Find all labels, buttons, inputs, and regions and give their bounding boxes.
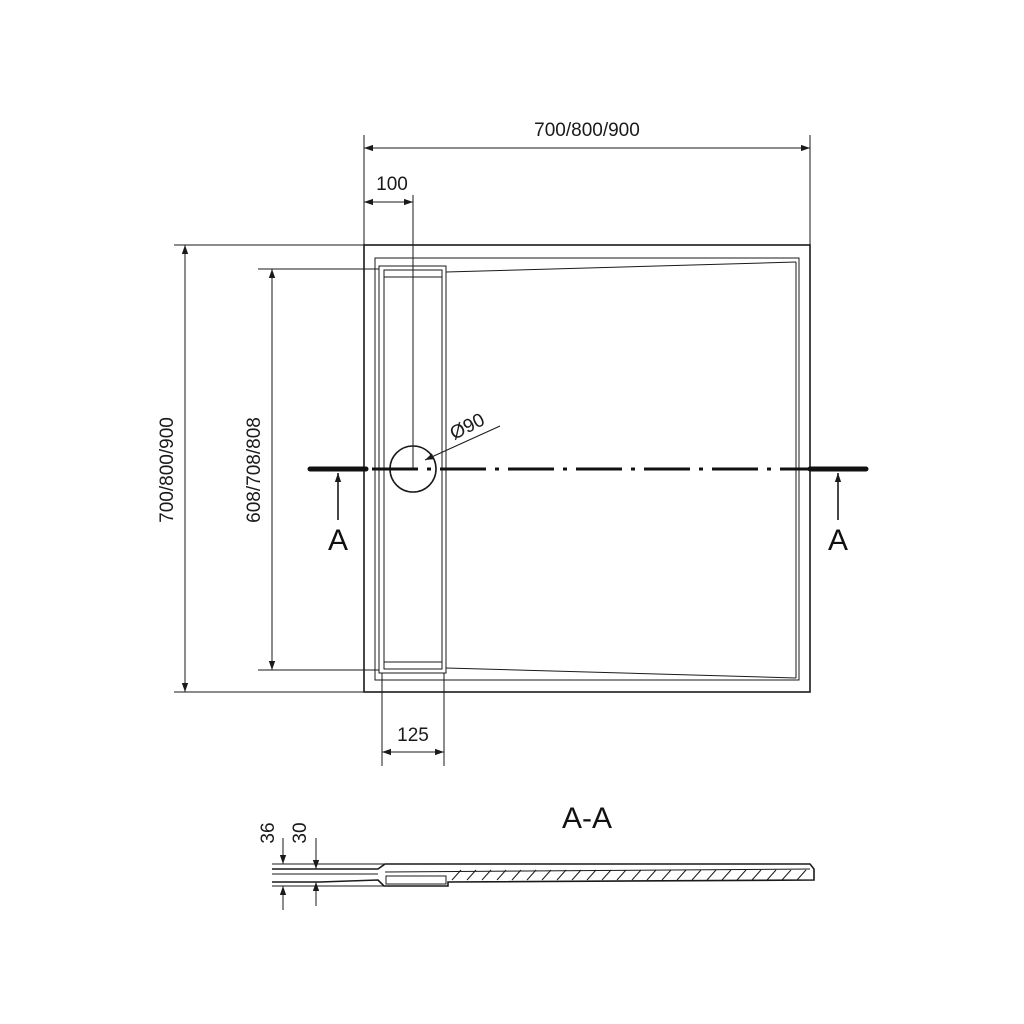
hatch-line [691, 869, 702, 881]
dimension-width-total-label: 700/800/900 [534, 120, 640, 141]
hatch-line [526, 869, 537, 881]
hatch-line [616, 869, 627, 881]
dimension-height-total: 700/800/900 [157, 244, 364, 693]
dimension-channel-offset: 100 [364, 174, 414, 469]
hatch-line [721, 869, 732, 881]
slope-line-top [445, 261, 797, 273]
section-hatching [451, 869, 807, 881]
dimension-channel-offset-label: 100 [376, 174, 408, 195]
hatch-line [676, 869, 687, 881]
hatch-line [586, 869, 597, 881]
hatch-line [481, 869, 492, 881]
dimension-drain-diameter: Ø90 [424, 410, 501, 461]
section-height-edge-label: 30 [290, 822, 311, 843]
hatch-line [511, 869, 522, 881]
dimension-channel-length: 608/708/808 [244, 268, 379, 671]
hatch-line [661, 869, 672, 881]
hatch-line [571, 869, 582, 881]
section-view-a-a: A-A 36 30 [258, 802, 815, 910]
section-profile [272, 863, 815, 887]
dimension-width-total: 700/800/900 [363, 120, 811, 245]
hatch-line [496, 869, 507, 881]
section-title: A-A [562, 802, 612, 835]
dimension-channel-width-label: 125 [397, 725, 429, 746]
dimension-drain-diameter-label: Ø90 [447, 410, 489, 445]
hatch-line [781, 869, 792, 881]
hatch-line [556, 869, 567, 881]
section-line-a-a: A A [307, 466, 869, 557]
hatch-line [706, 869, 717, 881]
hatch-line [646, 869, 657, 881]
section-height-total-label: 36 [258, 822, 279, 843]
dimension-channel-length-label: 608/708/808 [244, 417, 265, 523]
hatch-line [451, 869, 462, 881]
hatch-line [466, 869, 477, 881]
hatch-line [796, 869, 807, 881]
dimension-height-total-label: 700/800/900 [157, 417, 178, 523]
hatch-line [736, 869, 747, 881]
slope-line-bottom [445, 667, 797, 679]
hatch-line [601, 869, 612, 881]
section-marker-right: A [828, 524, 848, 557]
section-drain-channel [385, 875, 447, 885]
hatch-line [631, 869, 642, 881]
dimension-channel-width: 125 [381, 673, 445, 766]
hatch-line [541, 869, 552, 881]
section-marker-left: A [328, 524, 348, 557]
hatch-line [751, 869, 762, 881]
hatch-line [766, 869, 777, 881]
